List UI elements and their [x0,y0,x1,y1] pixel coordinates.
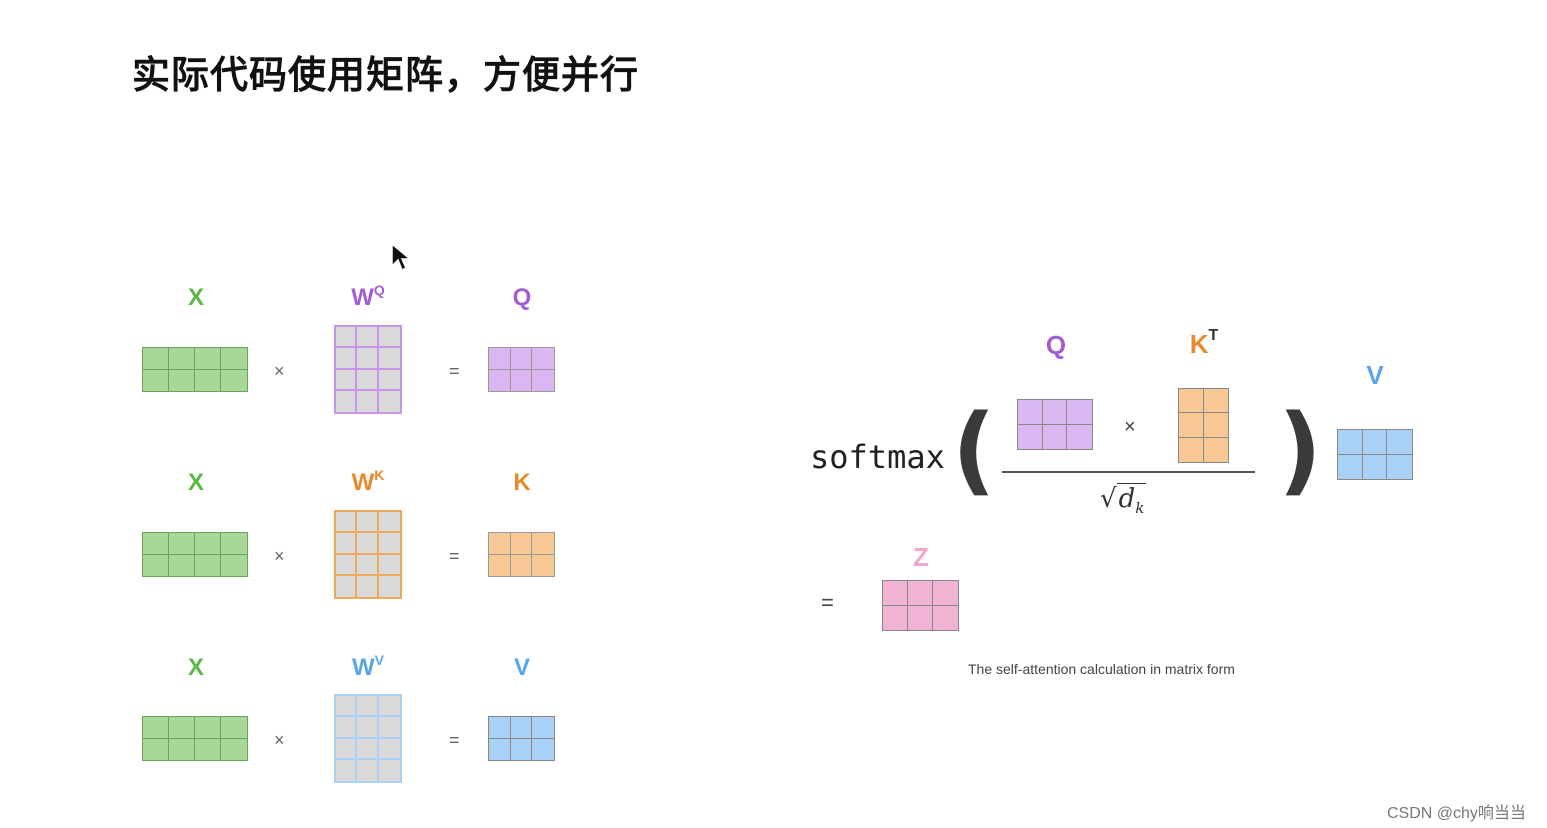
cursor-icon [391,242,412,272]
page-title: 实际代码使用矩阵，方便并行 [132,53,640,97]
wk-label: WK [351,467,385,496]
z-label: Z [913,542,929,572]
q-label: Q [512,284,532,311]
equals-sign: = [449,730,460,750]
formula-kt-matrix [1178,388,1229,463]
formula-q-label: Q [1045,330,1067,360]
equals-sign: = [449,546,460,566]
v-matrix [488,716,555,761]
times-sign: × [274,730,285,750]
times-sign: × [274,361,285,381]
x-matrix [142,716,248,761]
softmax-text: softmax [810,438,945,476]
formula-v-label: V [1366,360,1384,390]
wq-matrix [334,325,402,414]
x-matrix [142,347,248,392]
formula-q-matrix [1017,399,1093,450]
wk-matrix [334,510,402,599]
x-label: X [187,284,204,311]
wq-label: WQ [351,282,385,311]
formula-v-matrix [1337,429,1413,480]
k-label: K [513,469,531,496]
x-label: X [187,469,204,496]
sqrt-dk: √dk [1100,483,1147,518]
equals-sign: = [449,361,460,381]
figure-caption: The self-attention calculation in matrix… [968,661,1235,677]
formula-equals-sign: = [821,590,834,615]
csdn-watermark: CSDN @chy响当当 [1387,805,1526,822]
z-matrix [882,580,959,631]
fraction-bar [1002,471,1255,473]
x-label: X [187,654,204,681]
formula-times-sign: × [1124,416,1136,438]
wv-matrix [334,694,402,783]
wv-label: WV [352,652,384,681]
times-sign: × [274,546,285,566]
k-matrix [488,532,555,577]
q-matrix [488,347,555,392]
v-label: V [513,654,530,681]
close-paren: ) [1278,394,1322,506]
open-paren: ( [952,394,996,506]
formula-kt-label: KT [1189,327,1219,359]
x-matrix [142,532,248,577]
